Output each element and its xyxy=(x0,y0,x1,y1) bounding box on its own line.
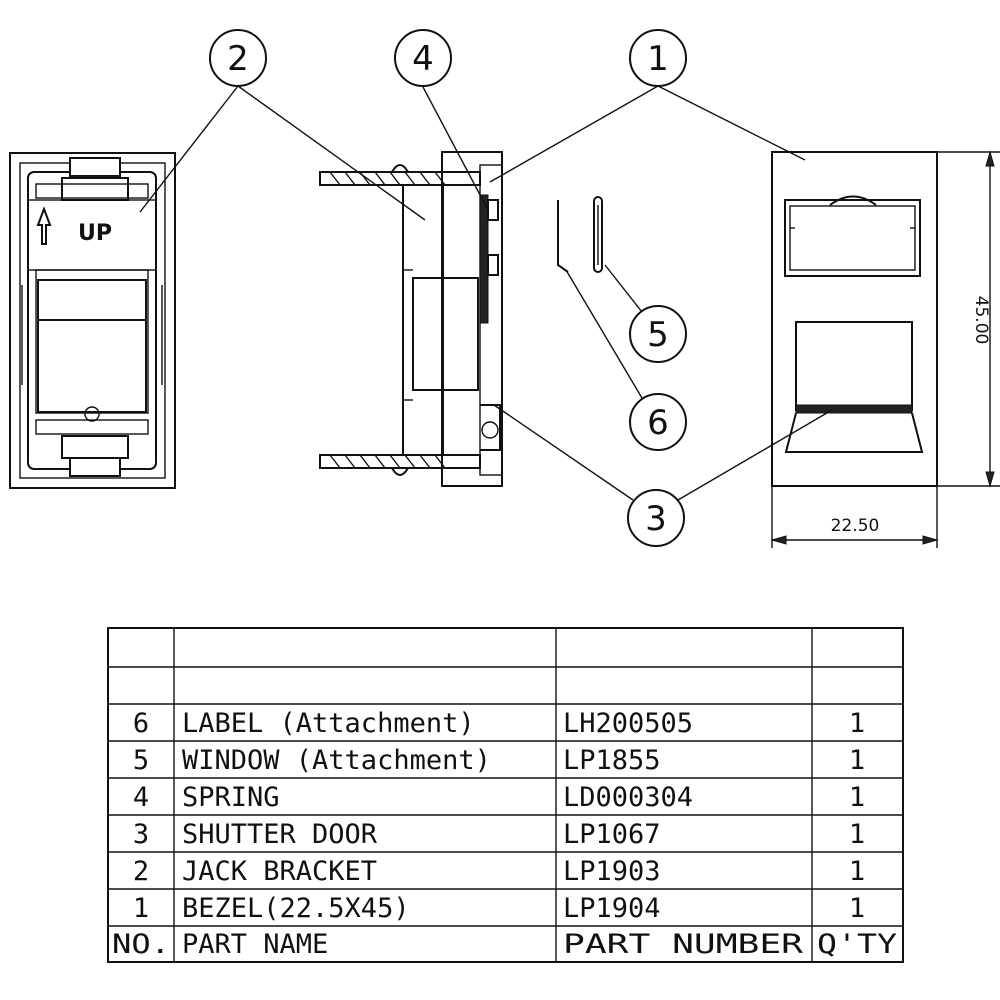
row-qty: 1 xyxy=(849,708,865,739)
row-no: 6 xyxy=(133,708,149,739)
row-no: 1 xyxy=(133,893,149,924)
table-header-row: NO. PART NAME PART NUMBER Q'TY xyxy=(112,929,897,960)
side-view xyxy=(319,151,503,487)
table-row: 3 SHUTTER DOOR LP1067 1 xyxy=(133,819,865,850)
callout-2: 2 xyxy=(209,29,267,87)
row-part-name: BEZEL(22.5X45) xyxy=(182,893,410,924)
row-no: 4 xyxy=(133,782,149,813)
callout-6: 6 xyxy=(629,393,687,451)
row-qty: 1 xyxy=(849,893,865,924)
row-part-name: JACK BRACKET xyxy=(182,856,377,887)
table-row: 5 WINDOW (Attachment) LP1855 1 xyxy=(133,745,865,776)
width-dimension: 22.50 xyxy=(831,516,880,536)
row-no: 3 xyxy=(133,819,149,850)
header-part-number: PART NUMBER xyxy=(563,929,804,960)
height-dimension: 45.00 xyxy=(971,296,991,345)
row-part-number: LP1855 xyxy=(563,745,661,776)
callout-2-label: 2 xyxy=(227,39,249,79)
callout-4: 4 xyxy=(394,29,452,87)
row-part-name: SHUTTER DOOR xyxy=(182,819,378,850)
header-part-name: PART NAME xyxy=(182,929,328,960)
row-qty: 1 xyxy=(849,782,865,813)
table-row: 2 JACK BRACKET LP1903 1 xyxy=(133,856,865,887)
callout-5-label: 5 xyxy=(647,315,669,355)
callout-3: 3 xyxy=(627,489,685,547)
callout-1-label: 1 xyxy=(647,39,669,79)
row-part-name: WINDOW (Attachment) xyxy=(182,745,491,776)
parts-table: 6 LABEL (Attachment) LH200505 1 5 WINDOW… xyxy=(107,627,904,963)
row-qty: 1 xyxy=(849,856,865,887)
row-qty: 1 xyxy=(849,819,865,850)
row-part-number: LP1904 xyxy=(563,893,661,924)
callout-6-label: 6 xyxy=(647,403,669,443)
bezel-view: 45.00 22.50 xyxy=(770,150,1000,548)
row-part-name: SPRING xyxy=(182,782,280,813)
row-part-number: LD000304 xyxy=(563,782,693,813)
row-part-number: LP1903 xyxy=(563,856,661,887)
callout-4-label: 4 xyxy=(412,39,434,79)
callout-3-label: 3 xyxy=(645,499,667,539)
front-view: UP xyxy=(9,152,176,489)
callout-1: 1 xyxy=(629,29,687,87)
table-row: 1 BEZEL(22.5X45) LP1904 1 xyxy=(133,893,865,924)
header-no: NO. xyxy=(112,929,170,960)
callout-leaders xyxy=(139,85,833,501)
up-marking: UP xyxy=(78,221,112,246)
row-part-name: LABEL (Attachment) xyxy=(182,708,475,739)
row-qty: 1 xyxy=(849,745,865,776)
header-qty: Q'TY xyxy=(817,929,897,960)
row-part-number: LH200505 xyxy=(563,708,693,739)
row-part-number: LP1067 xyxy=(563,819,661,850)
row-no: 2 xyxy=(133,856,149,887)
table-row: 4 SPRING LD000304 1 xyxy=(133,782,865,813)
label-window-parts xyxy=(557,196,603,273)
table-row: 6 LABEL (Attachment) LH200505 1 xyxy=(133,708,865,739)
row-no: 5 xyxy=(133,745,149,776)
callout-5: 5 xyxy=(629,305,687,363)
